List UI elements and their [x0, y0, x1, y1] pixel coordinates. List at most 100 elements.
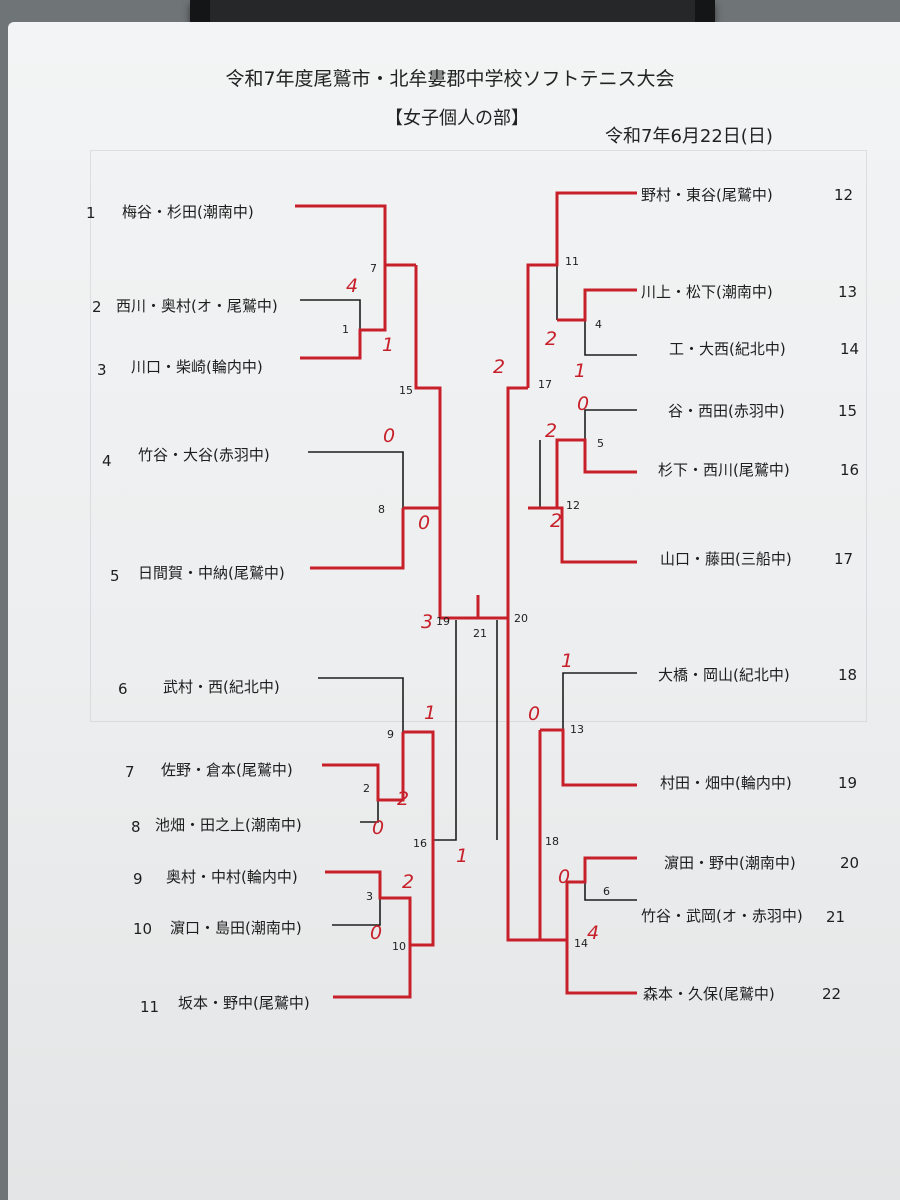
- tournament-title: 令和7年度尾鷲市・北牟婁郡中学校ソフトテニス大会: [225, 68, 675, 90]
- match-number: 4: [595, 318, 602, 331]
- score-mark: 4: [587, 922, 600, 944]
- match-number: 15: [399, 384, 413, 397]
- line-p15: [584, 409, 637, 440]
- line-p2: [300, 299, 361, 358]
- win-p20: [565, 856, 637, 940]
- score-mark: 2: [402, 871, 415, 893]
- match-number: 19: [436, 615, 450, 628]
- player-name: 川口・柴崎(輪内中): [131, 358, 263, 376]
- player-name: 工・大西(紀北中): [669, 340, 786, 358]
- win-p22: [540, 938, 637, 995]
- score-mark: 2: [545, 328, 558, 350]
- win-p7: [322, 732, 405, 802]
- line-p4: [308, 451, 404, 508]
- match-number: 2: [363, 782, 370, 795]
- win-p17: [528, 506, 637, 564]
- player-number: 18: [838, 666, 858, 684]
- player-name: 梅谷・杉田(潮南中): [122, 203, 254, 221]
- score-mark: 0: [372, 817, 385, 839]
- score-mark: 0: [383, 425, 396, 447]
- line-p18: [562, 672, 637, 730]
- bracket-black-lines: [300, 265, 637, 926]
- score-mark: 2: [493, 356, 506, 378]
- player-number: 22: [822, 985, 842, 1003]
- match-number: 13: [570, 723, 584, 736]
- tournament-date: 令和7年6月22日(日): [605, 126, 773, 147]
- player-number: 9: [133, 870, 143, 888]
- player-name: 大橋・岡山(紀北中): [658, 666, 790, 684]
- player-name: 森本・久保(尾鷲中): [643, 985, 775, 1003]
- player-name: 佐野・倉本(尾鷲中): [161, 761, 293, 779]
- faint-schedule-table: [90, 150, 867, 722]
- player-name: 坂本・野中(尾鷲中): [178, 994, 310, 1012]
- player-name: 日間賀・中納(尾鷲中): [138, 564, 285, 582]
- bracket-winner-lines: [295, 191, 637, 999]
- match-number: 12: [566, 499, 580, 512]
- player-number: 1: [86, 204, 96, 222]
- score-mark: 3: [421, 611, 434, 633]
- player-number: 15: [838, 402, 858, 420]
- match-number: 6: [603, 885, 610, 898]
- player-number: 2: [92, 298, 102, 316]
- player-name: 野村・東谷(尾鷲中): [641, 186, 773, 204]
- player-number: 16: [840, 461, 860, 479]
- match-number: 21: [473, 627, 487, 640]
- player-number: 12: [834, 186, 854, 204]
- line-p14: [584, 320, 637, 356]
- match-number: 10: [392, 940, 406, 953]
- match-number: 14: [574, 937, 588, 950]
- win-p3: [300, 265, 387, 360]
- score-mark: 1: [382, 334, 395, 356]
- player-name: 竹谷・武岡(オ・赤羽中): [641, 907, 803, 925]
- win-m18: [506, 618, 542, 942]
- win-p13: [557, 288, 637, 322]
- match-number: 1: [342, 323, 349, 336]
- player-number: 6: [118, 680, 128, 698]
- player-name: 竹谷・大谷(赤羽中): [138, 446, 270, 464]
- player-name: 杉下・西川(尾鷲中): [658, 461, 790, 479]
- player-name: 谷・西田(赤羽中): [668, 402, 785, 420]
- score-mark: 2: [545, 420, 558, 442]
- match-number: 7: [370, 262, 377, 275]
- player-name: 西川・奥村(オ・尾鷲中): [116, 297, 278, 315]
- player-name: 武村・西(紀北中): [163, 678, 280, 696]
- score-mark: 0: [558, 866, 571, 888]
- player-number: 20: [840, 854, 860, 872]
- score-mark: 0: [577, 393, 590, 415]
- score-mark: 0: [418, 512, 431, 534]
- match-number: 20: [514, 612, 528, 625]
- win-m9: [403, 730, 435, 840]
- player-number: 7: [125, 763, 135, 781]
- win-p16: [555, 438, 637, 508]
- score-mark: 1: [456, 845, 469, 867]
- player-name: 山口・藤田(三船中): [660, 550, 792, 568]
- player-number: 10: [133, 920, 153, 938]
- score-mark: 2: [550, 510, 563, 532]
- win-m7: [414, 265, 442, 618]
- score-mark: 0: [370, 922, 383, 944]
- player-number: 3: [97, 361, 107, 379]
- player-name: 奥村・中村(輪内中): [166, 868, 298, 886]
- win-p9: [325, 870, 412, 945]
- score-mark: 0: [528, 703, 541, 725]
- match-number: 17: [538, 378, 552, 391]
- player-name: 濵田・野中(潮南中): [664, 854, 796, 872]
- score-mark: 1: [561, 650, 574, 672]
- match-number: 18: [545, 835, 559, 848]
- match-number: 3: [366, 890, 373, 903]
- player-name: 川上・松下(潮南中): [641, 283, 773, 301]
- player-name: 村田・畑中(輪内中): [660, 774, 792, 792]
- match-number: 9: [387, 728, 394, 741]
- line-p6: [318, 677, 404, 732]
- player-number: 21: [826, 908, 846, 926]
- score-mark: 1: [574, 360, 587, 382]
- line-m16-up: [433, 620, 457, 841]
- match-number: 11: [565, 255, 579, 268]
- score-mark: 2: [397, 788, 410, 810]
- line-p8: [360, 800, 379, 823]
- player-number: 17: [834, 550, 854, 568]
- player-name: 池畑・田之上(潮南中): [155, 816, 302, 834]
- win-p5: [310, 508, 405, 570]
- player-number: 14: [840, 340, 860, 358]
- match-number: 5: [597, 437, 604, 450]
